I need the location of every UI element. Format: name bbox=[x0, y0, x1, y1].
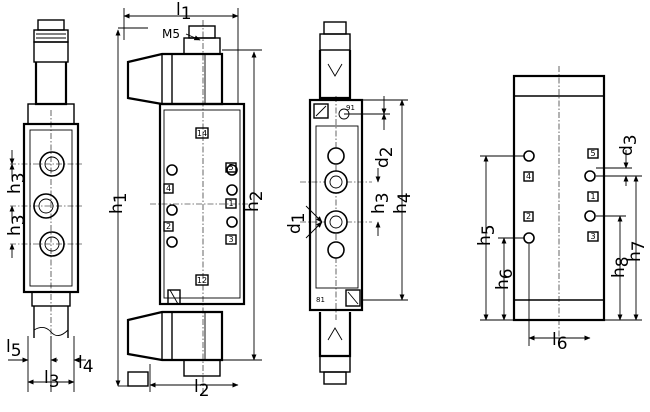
svg-text:h8: h8 bbox=[609, 256, 633, 278]
dim-h1: h1 bbox=[107, 192, 131, 214]
port-label-12: 12 bbox=[197, 276, 207, 285]
dim-h6: h6 bbox=[493, 268, 517, 290]
dim-l6: l6 bbox=[552, 330, 568, 354]
mounting-plate-view: 4 2 5 1 3 d3 h5 h6 bbox=[475, 66, 649, 354]
dim-d1: d1 bbox=[285, 212, 309, 234]
svg-text:d2: d2 bbox=[373, 146, 397, 168]
dim-d2: d2 bbox=[373, 146, 397, 168]
dim-d3: d3 bbox=[617, 134, 641, 156]
svg-text:4: 4 bbox=[166, 184, 171, 193]
svg-text:1: 1 bbox=[590, 192, 595, 201]
svg-text:5: 5 bbox=[590, 149, 595, 158]
dim-h4: h4 bbox=[391, 192, 415, 214]
dim-h3-face: h3 bbox=[369, 192, 393, 214]
marking-81: 81 bbox=[316, 296, 325, 304]
svg-text:h5: h5 bbox=[475, 224, 499, 246]
svg-text:2: 2 bbox=[526, 212, 531, 221]
svg-text:5: 5 bbox=[228, 163, 233, 172]
svg-text:1: 1 bbox=[228, 199, 233, 208]
port-face-view: 91 81 d2 h3 h4 d1 bbox=[285, 21, 415, 385]
svg-text:d3: d3 bbox=[617, 134, 641, 156]
svg-text:h3: h3 bbox=[5, 172, 29, 194]
side-view: h3 h3 l5 l4 l3 bbox=[5, 19, 94, 392]
svg-text:4: 4 bbox=[526, 172, 531, 181]
dim-h2: h2 bbox=[243, 190, 267, 212]
svg-text:h4: h4 bbox=[391, 192, 415, 214]
dim-h8: h8 bbox=[609, 256, 633, 278]
svg-text:3: 3 bbox=[228, 235, 233, 244]
svg-text:h3: h3 bbox=[5, 214, 29, 236]
svg-text:h6: h6 bbox=[493, 268, 517, 290]
svg-text:h3: h3 bbox=[369, 192, 393, 214]
svg-text:d1: d1 bbox=[285, 212, 309, 234]
dim-h3-bottom: h3 bbox=[5, 214, 29, 236]
dim-l4: l4 bbox=[78, 353, 94, 377]
dim-l2: l2 bbox=[194, 377, 210, 401]
svg-text:3: 3 bbox=[590, 232, 595, 241]
port-label-14: 14 bbox=[197, 129, 207, 138]
thread-m5: M5 bbox=[162, 27, 180, 41]
marking-91: 91 bbox=[346, 104, 355, 112]
dim-l3: l3 bbox=[44, 368, 60, 392]
svg-text:h1: h1 bbox=[107, 192, 131, 214]
dim-l1: l1 bbox=[176, 0, 192, 24]
svg-text:h2: h2 bbox=[243, 190, 267, 212]
svg-text:2: 2 bbox=[166, 222, 171, 231]
dim-h5: h5 bbox=[475, 224, 499, 246]
svg-text:h7: h7 bbox=[625, 240, 649, 262]
dim-l5: l5 bbox=[6, 337, 22, 361]
dim-h3-top: h3 bbox=[5, 172, 29, 194]
front-view: 14 12 4 2 5 1 3 l1 M5 bbox=[107, 0, 267, 401]
dim-h7: h7 bbox=[625, 240, 649, 262]
